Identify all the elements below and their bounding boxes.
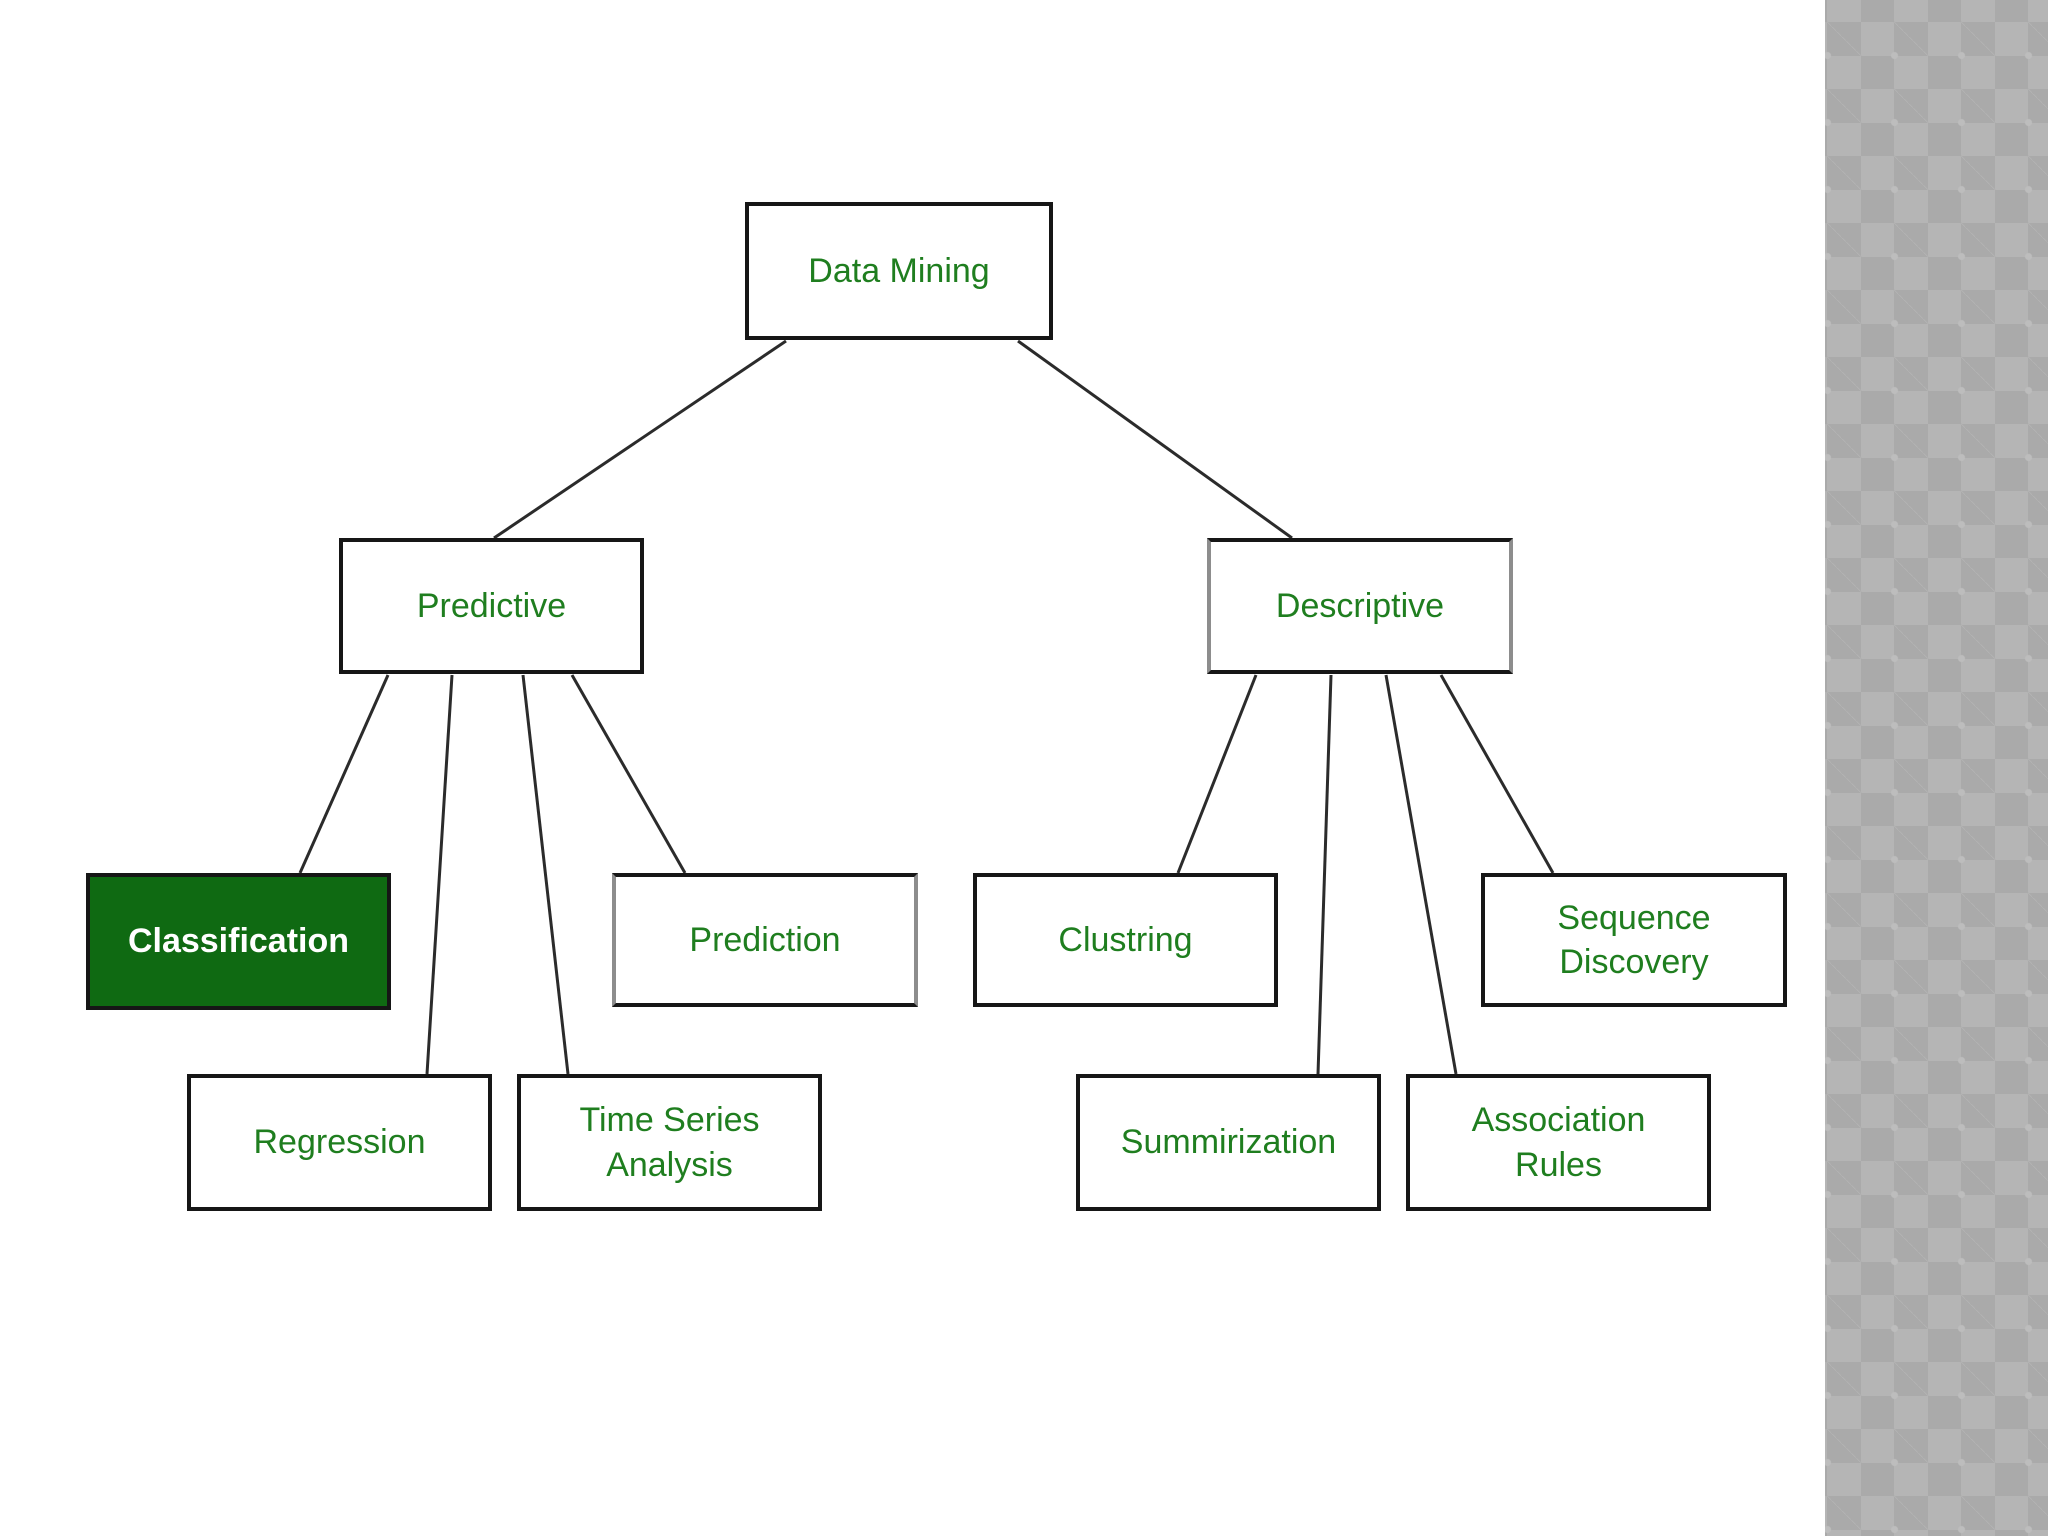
connector-predictive-prediction: [570, 674, 687, 874]
connector-data-mining-descriptive: [1017, 339, 1293, 540]
node-regression: Regression: [187, 1074, 492, 1211]
node-classification: Classification: [86, 873, 391, 1010]
connector-predictive-time-series: [521, 674, 570, 1075]
connector-descriptive-clustring: [1176, 674, 1258, 874]
connector-descriptive-association-rules: [1384, 674, 1458, 1075]
connector-descriptive-sequence-discovery: [1439, 674, 1555, 874]
node-sequence-discovery: Sequence Discovery: [1481, 873, 1787, 1007]
node-association-rules: Association Rules: [1406, 1074, 1711, 1211]
node-prediction: Prediction: [612, 873, 918, 1007]
node-time-series-analysis: Time Series Analysis: [517, 1074, 822, 1211]
connector-descriptive-summirization: [1316, 674, 1333, 1075]
checkered-sidebar-pattern: [1825, 0, 2048, 1536]
connector-predictive-classification: [298, 674, 390, 874]
node-predictive: Predictive: [339, 538, 644, 674]
node-clustring: Clustring: [973, 873, 1278, 1007]
node-data-mining: Data Mining: [745, 202, 1053, 340]
node-summirization: Summirization: [1076, 1074, 1381, 1211]
connector-predictive-regression: [425, 674, 454, 1075]
connector-data-mining-predictive: [493, 339, 787, 540]
node-descriptive: Descriptive: [1207, 538, 1513, 674]
